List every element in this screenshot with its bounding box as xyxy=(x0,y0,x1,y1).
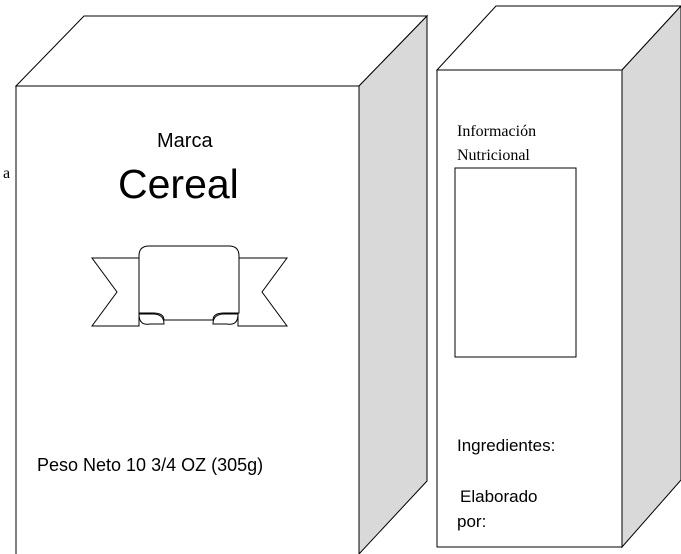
nutrition-heading-line2: Nutricional xyxy=(457,147,530,164)
side-box xyxy=(435,5,681,549)
stray-letter: a xyxy=(3,165,11,182)
ingredients-label: Ingredientes: xyxy=(457,436,556,455)
nutrition-heading-line1: Información xyxy=(457,123,537,140)
made-by-label-line1: Elaborado xyxy=(460,487,538,506)
brand-label: Marca xyxy=(157,130,213,152)
product-name: Cereal xyxy=(118,161,239,207)
nutrition-facts-box xyxy=(454,167,577,358)
front-box-side-face xyxy=(358,14,428,554)
ribbon-banner-icon xyxy=(91,245,288,327)
side-box-side-face xyxy=(621,5,681,549)
front-box xyxy=(14,14,429,554)
made-by-label-line2: por: xyxy=(457,512,487,531)
net-weight-label: Peso Neto 10 3/4 OZ (305g) xyxy=(37,455,264,475)
front-box-top-face xyxy=(14,15,429,87)
